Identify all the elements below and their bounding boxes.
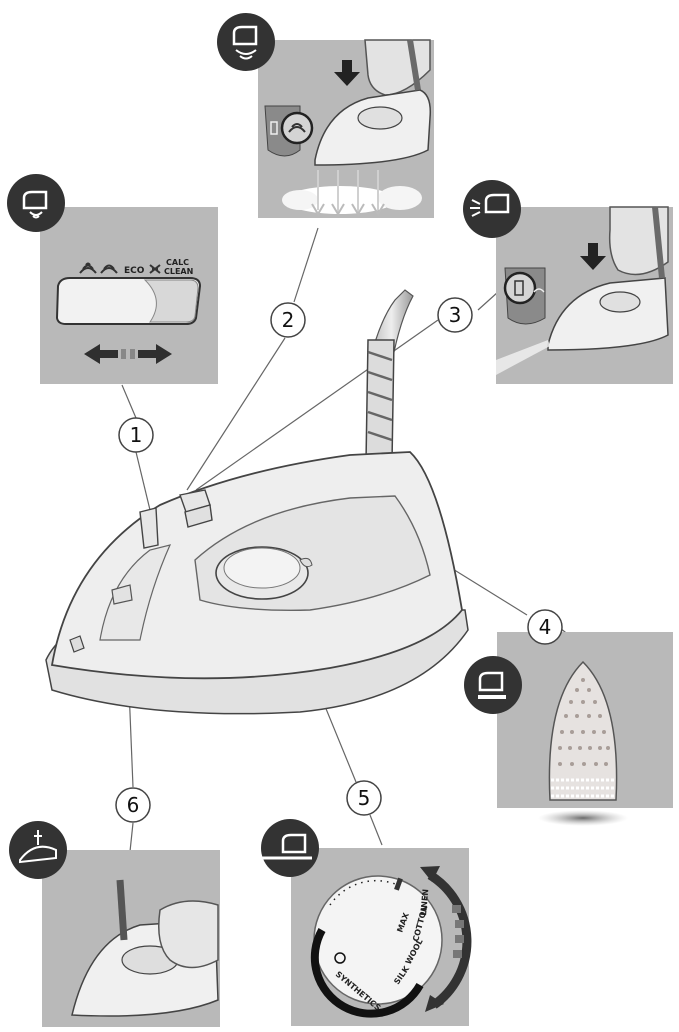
steam-slider-knob [139,507,159,549]
temperature-icon [261,819,319,877]
panel-filling [9,821,220,1027]
callout-number: 2 [282,308,295,332]
callout-number: 6 [127,793,140,817]
spray-nozzle [69,635,85,653]
steam-cloud [282,170,422,216]
panel-soleplate [464,632,673,826]
callout-2: 2 [270,302,306,338]
rotate-arrow [427,871,472,1009]
panel-spray [463,180,673,384]
water-tank [99,544,172,641]
panel-steam-boost [217,13,434,218]
spray-mist [496,340,550,375]
main-iron [45,289,469,715]
spray-button-highlight [503,271,537,305]
soleplate-holes [558,678,610,766]
slide-right-arrow-icon [138,344,172,364]
callout-1: 1 [118,417,154,453]
callout-number: 5 [358,786,371,810]
rotate-arrow-head-icon [425,995,444,1012]
callout-4: 4 [527,609,563,645]
steam-level-icons: ECO CALC CLEAN [79,258,193,276]
dial-scale-arc [310,928,424,1018]
slide-left-arrow-icon [84,344,118,364]
spray-button [184,504,213,528]
clean-label: CLEAN [164,267,193,276]
press-down-arrow-icon-2 [580,243,606,270]
callout-5: 5 [346,780,382,816]
steam-boost-icon [217,13,275,71]
calc-label: CALC [166,258,189,267]
callout-number: 4 [539,615,552,639]
callout-number: 1 [130,423,143,447]
filling-door [111,584,133,605]
panel-steam-slider: ECO CALC CLEAN [7,174,218,384]
iron-spray-illustration [547,277,669,351]
soleplate-icon [464,656,522,714]
callout-number: 3 [449,303,462,327]
press-down-arrow-icon [334,60,360,86]
ironing-icon [9,821,67,879]
panel-temperature-dial: SYNTHETICS MAX SILK WOOL COTTON LINEN [261,819,472,1026]
callout-6: 6 [115,787,151,823]
variable-steam-icon [7,174,65,232]
dial-label-linen: LINEN [419,889,430,917]
callout-3: 3 [437,297,473,333]
eco-label: ECO [124,266,145,276]
